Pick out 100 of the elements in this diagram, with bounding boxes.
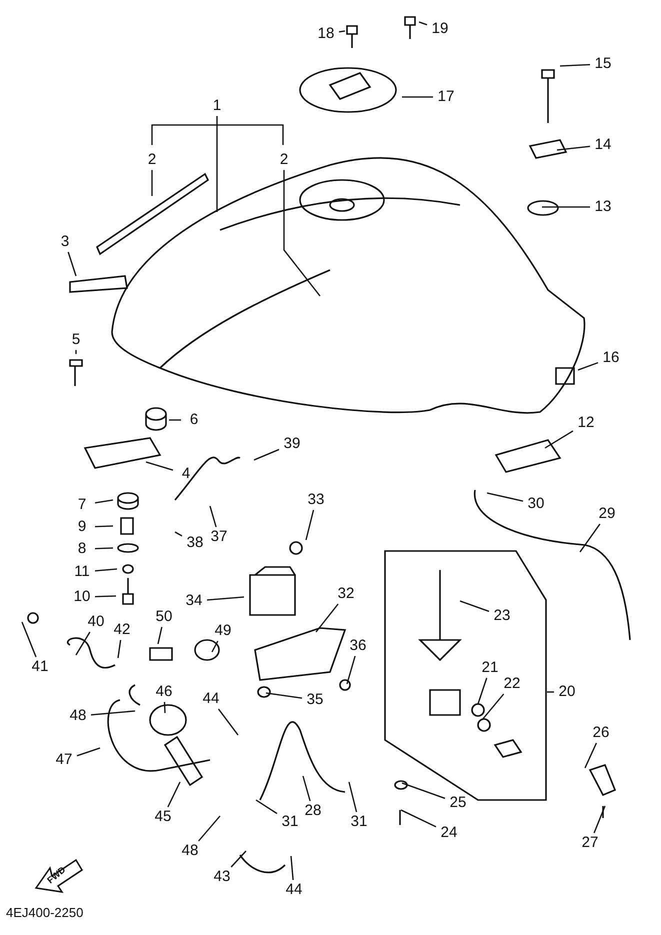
callout-number: 23	[490, 607, 514, 625]
callout-number: 47	[52, 751, 76, 769]
leader-line	[584, 742, 597, 768]
callout-number: 44	[199, 690, 223, 708]
leader-line	[167, 782, 181, 808]
leader-line	[146, 461, 174, 471]
leader-line	[460, 600, 490, 612]
leader-line	[254, 448, 280, 461]
callout-number: 14	[591, 136, 615, 154]
callout-number: 12	[574, 414, 598, 432]
callout-number: 13	[591, 198, 615, 216]
callout-number: 27	[578, 834, 602, 852]
callout-number: 41	[28, 658, 52, 676]
leader-line	[117, 640, 122, 658]
callout-number: 50	[152, 608, 176, 626]
callout-number: 22	[500, 675, 524, 693]
leader-line	[211, 640, 218, 652]
callout-number: 28	[301, 802, 325, 820]
callout-number: 31	[278, 813, 302, 831]
callout-number: 7	[70, 496, 94, 514]
callout-number: 31	[347, 813, 371, 831]
leader-line	[486, 492, 524, 502]
leader-line	[94, 525, 114, 528]
leader-line	[169, 419, 181, 421]
leader-line	[338, 30, 346, 33]
callout-number: 30	[524, 495, 548, 513]
leader-line	[346, 656, 356, 684]
callout-number: 20	[555, 683, 579, 701]
callout-number: 17	[434, 88, 458, 106]
drawing-code: 4EJ400-2250	[6, 905, 84, 920]
callout-number: 48	[178, 842, 202, 860]
leader-line	[151, 170, 153, 196]
callout-number: 43	[210, 868, 234, 886]
leader-line	[198, 816, 220, 842]
callout-number: 1	[205, 97, 229, 115]
leader-line	[578, 362, 598, 371]
callout-number: 38	[183, 534, 207, 552]
callout-number: 19	[428, 20, 452, 38]
leader-line	[230, 850, 246, 868]
leader-line	[542, 206, 590, 208]
callout-number: 10	[70, 588, 94, 606]
callout-number: 42	[110, 621, 134, 639]
callout-number: 16	[599, 349, 623, 367]
leader-line	[90, 710, 136, 716]
callout-number: 40	[84, 613, 108, 631]
leader-line	[218, 708, 239, 736]
callout-number: 36	[346, 637, 370, 655]
callout-number: 2	[140, 151, 164, 169]
leader-line	[477, 678, 488, 704]
callout-number: 4	[174, 465, 198, 483]
callout-number: 21	[478, 659, 502, 677]
leader-line	[68, 252, 77, 276]
callout-number: 8	[70, 540, 94, 558]
leader-line	[266, 692, 302, 699]
leader-line	[151, 115, 284, 213]
callout-number: 3	[53, 233, 77, 251]
callout-number: 9	[70, 518, 94, 536]
leader-line	[94, 547, 114, 550]
leader-line	[402, 96, 433, 98]
leader-line	[348, 782, 358, 812]
leader-line	[75, 350, 77, 354]
leader-line	[164, 702, 166, 714]
callout-number: 18	[314, 25, 338, 43]
callout-number: 24	[437, 824, 461, 842]
leader-line	[94, 568, 118, 572]
callout-number: 15	[591, 55, 615, 73]
callout-number: 11	[70, 563, 94, 581]
leader-line	[302, 776, 311, 802]
callout-number: 5	[64, 331, 88, 349]
leader-line	[594, 806, 606, 834]
leader-line	[418, 21, 428, 26]
callout-number: 33	[304, 491, 328, 509]
leader-line	[209, 506, 217, 528]
callout-number: 25	[446, 794, 470, 812]
leader-line	[256, 799, 278, 814]
callout-number: 6	[182, 411, 206, 429]
leader-line	[547, 691, 554, 693]
leader-line	[556, 146, 590, 151]
callout-number: 2	[272, 151, 296, 169]
leader-line	[174, 531, 182, 536]
callout-number: 45	[151, 808, 175, 826]
leader-line	[305, 510, 314, 540]
leader-line	[544, 430, 574, 449]
leader-line	[315, 604, 339, 632]
callout-number: 35	[303, 691, 327, 709]
leader-line	[290, 856, 294, 880]
leader-line	[560, 64, 590, 67]
leader-line	[157, 626, 162, 644]
leader-line	[94, 595, 116, 598]
leader-line	[75, 632, 90, 656]
leader-line	[402, 782, 446, 800]
leader-line	[283, 170, 321, 296]
leader-line	[21, 622, 37, 658]
leader-line	[579, 524, 600, 552]
callout-number: 39	[280, 435, 304, 453]
callout-number: 46	[152, 683, 176, 701]
leader-line	[400, 809, 436, 828]
callout-number: 44	[282, 881, 306, 899]
callout-number: 34	[182, 592, 206, 610]
callout-number: 48	[66, 707, 90, 725]
